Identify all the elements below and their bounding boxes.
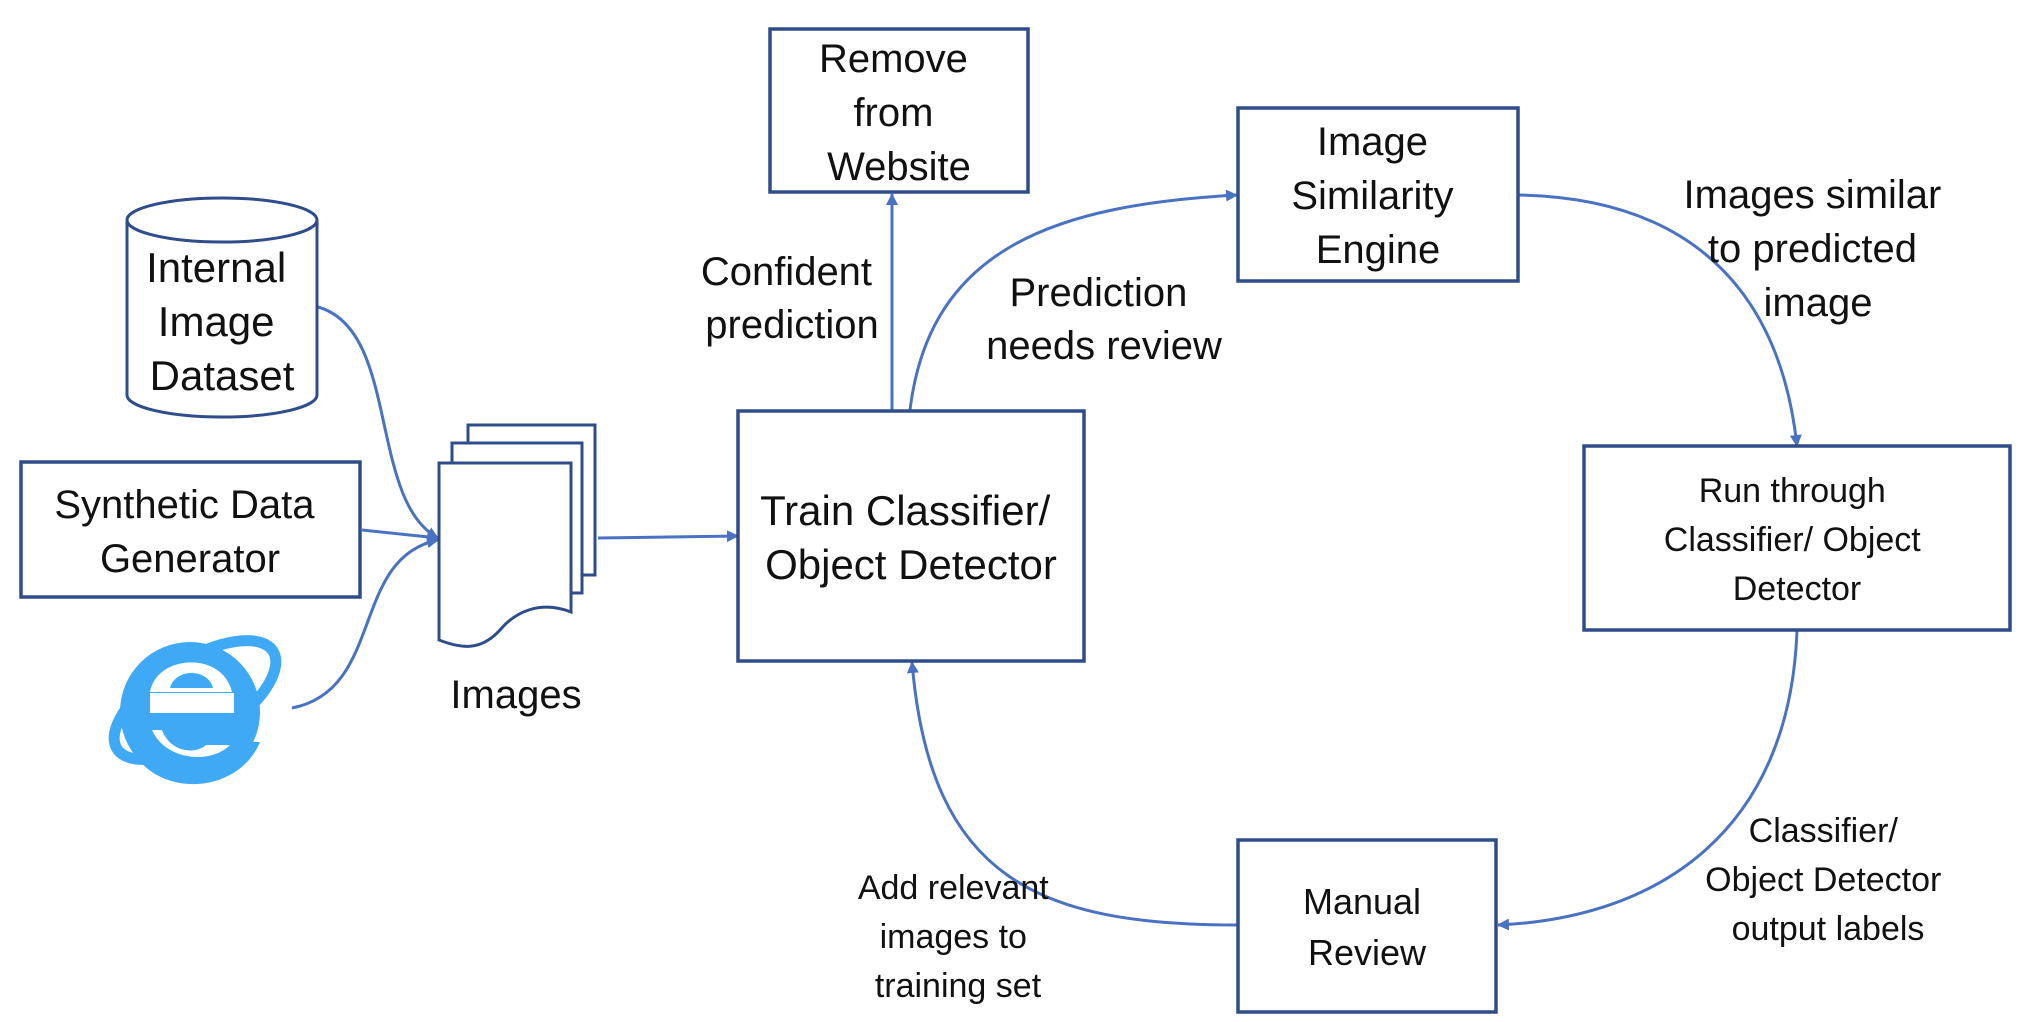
manual-review-node: Manual Review xyxy=(1236,838,1498,1014)
remove-line-2: from xyxy=(853,91,933,135)
images-label: Images xyxy=(450,673,581,717)
output-labels-line-2: Object Detector xyxy=(1705,861,1941,899)
images-node: Images xyxy=(437,423,597,717)
add-relevant-label: Add relevant images to training set xyxy=(858,869,1058,1005)
run-through-line-1: Run through xyxy=(1699,472,1886,510)
add-relevant-line-2: images to xyxy=(880,918,1027,956)
internal-dataset-line-2: Image xyxy=(158,298,275,345)
confident-line-2: prediction xyxy=(705,303,878,347)
remove-line-1: Remove xyxy=(819,37,968,81)
similarity-line-1: Image xyxy=(1317,120,1428,164)
needs-review-line-1: Prediction xyxy=(1010,271,1188,315)
internal-dataset-node: Internal Image Dataset xyxy=(125,196,319,419)
internal-dataset-line-1: Internal xyxy=(146,244,286,291)
needs-review-label: Prediction needs review xyxy=(986,271,1222,368)
edge-review-to-train xyxy=(906,661,1239,927)
images-similar-line-1: Images similar xyxy=(1684,173,1942,217)
document-front xyxy=(437,461,573,648)
edge-dataset-to-images xyxy=(317,305,439,540)
edge-similarity-to-run xyxy=(1517,193,1802,447)
images-similar-label: Images similar to predicted image xyxy=(1684,173,1953,325)
synthetic-generator-line-1: Synthetic Data xyxy=(54,483,315,527)
synthetic-generator-node: Synthetic Data Generator xyxy=(19,460,362,599)
edge-browser-to-images xyxy=(291,536,439,710)
train-node: Train Classifier/ Object Detector xyxy=(736,409,1086,663)
svg-text:Internal Image Dat: Internal Image Dataset xyxy=(146,244,298,399)
train-line-1: Train Classifier/ xyxy=(760,487,1050,534)
run-through-line-3: Detector xyxy=(1733,570,1862,608)
train-line-2: Object Detector xyxy=(765,541,1057,588)
similarity-node: Image Similarity Engine xyxy=(1236,106,1520,283)
add-relevant-line-1: Add relevant xyxy=(858,869,1049,907)
confident-prediction-label: Confident prediction xyxy=(701,250,883,347)
svg-text:Remove from Websit: Remove from Website xyxy=(819,37,979,189)
remove-node: Remove from Website xyxy=(768,27,1030,194)
output-labels-label: Classifier/ Object Detector output label… xyxy=(1705,812,1951,948)
run-through-box xyxy=(1582,444,2012,632)
manual-review-box xyxy=(1236,838,1498,1014)
svg-text:Train Classifier/ Object: Train Classifier/ Object Detector xyxy=(760,487,1062,588)
edge-run-to-review xyxy=(1497,629,1799,931)
run-through-line-2: Classifier/ Object xyxy=(1664,521,1922,559)
svg-text:Images: Images xyxy=(450,673,581,717)
images-similar-line-3: image xyxy=(1764,281,1873,325)
svg-text:Image Similarity E: Image Similarity Engine xyxy=(1291,120,1464,272)
internet-explorer-logo-icon xyxy=(108,635,282,785)
remove-box xyxy=(768,27,1030,194)
remove-line-3: Website xyxy=(827,145,971,189)
add-relevant-line-3: training set xyxy=(875,967,1042,1005)
edge-generator-to-images xyxy=(361,528,439,543)
manual-review-line-2: Review xyxy=(1308,932,1427,973)
output-labels-line-3: output labels xyxy=(1732,910,1925,948)
images-similar-line-2: to predicted xyxy=(1708,227,1917,271)
run-through-node: Run through Classifier/ Object Detector xyxy=(1582,444,2012,632)
similarity-line-2: Similarity xyxy=(1291,174,1453,218)
synthetic-generator-line-2: Generator xyxy=(100,537,280,581)
cylinder-top xyxy=(125,196,319,244)
edge-images-to-train xyxy=(597,530,739,543)
edge-train-to-similarity xyxy=(908,189,1238,411)
similarity-line-3: Engine xyxy=(1316,228,1441,272)
output-labels-line-1: Classifier/ xyxy=(1749,812,1899,850)
cylinder-body xyxy=(125,220,319,419)
internal-dataset-line-3: Dataset xyxy=(150,352,295,399)
similarity-box xyxy=(1236,106,1520,283)
train-box xyxy=(736,409,1086,663)
edges xyxy=(291,189,1802,931)
svg-text:Manual Review: Manual Review xyxy=(1303,881,1431,973)
svg-text:Run through Classifier/: Run through Classifier/ Object Detector xyxy=(1664,472,1930,608)
svg-text:Synthetic Data Generator: Synthetic Data Generator xyxy=(54,483,325,581)
manual-review-line-1: Manual xyxy=(1303,881,1421,922)
confident-line-1: Confident xyxy=(701,250,872,294)
needs-review-line-2: needs review xyxy=(986,324,1222,368)
synthetic-generator-box xyxy=(19,460,362,599)
